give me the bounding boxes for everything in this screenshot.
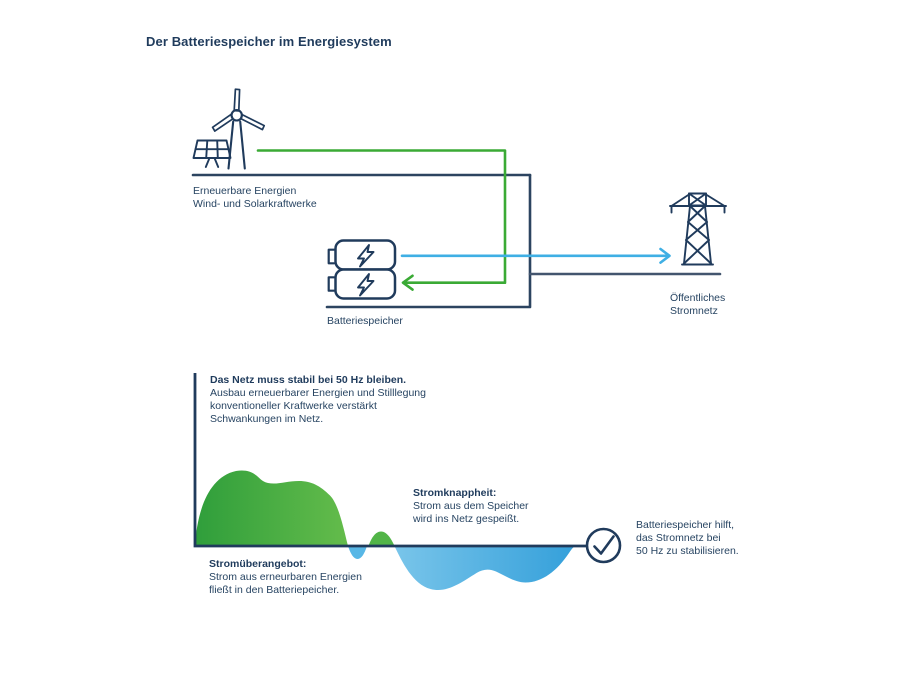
arrow-right-icon — [659, 247, 671, 264]
page-title: Der Batteriespeicher im Energiesystem — [146, 34, 392, 49]
surplus-text: Stromüberangebot: Strom aus erneurbaren … — [209, 558, 362, 596]
solar-panel-icon — [192, 139, 232, 168]
wind-turbine-icon — [211, 88, 266, 170]
system-connections — [191, 149, 722, 309]
arrow-left-icon — [401, 274, 414, 291]
shortage-text: Stromknappheit: Strom aus dem Speicher w… — [413, 487, 529, 525]
supply-demand-wave-chart — [193, 373, 622, 591]
green-charge-line — [256, 149, 507, 284]
shortage-blue-area — [394, 545, 578, 591]
battery-label: Batteriespeicher — [327, 315, 403, 327]
result-text: Batteriespeicher hilft, das Stromnetz be… — [636, 519, 739, 557]
small-green-bump — [368, 531, 395, 546]
lightning-bolt-icon — [357, 273, 375, 297]
grid-label: Öffentliches Stromnetz — [670, 292, 726, 317]
small-blue-dip — [348, 546, 367, 559]
chart-axis — [193, 373, 587, 548]
intro-text: Das Netz muss stabil bei 50 Hz bleiben. … — [210, 374, 426, 425]
surplus-green-area — [195, 470, 348, 546]
checkmark-icon — [585, 527, 622, 564]
renewables-label: Erneuerbare Energien Wind- und Solarkraf… — [193, 185, 317, 210]
structure-connector-line — [325, 173, 532, 309]
transmission-tower-icon — [669, 192, 727, 266]
lightning-bolt-icon — [357, 244, 375, 268]
battery-storage-icon — [327, 239, 397, 300]
